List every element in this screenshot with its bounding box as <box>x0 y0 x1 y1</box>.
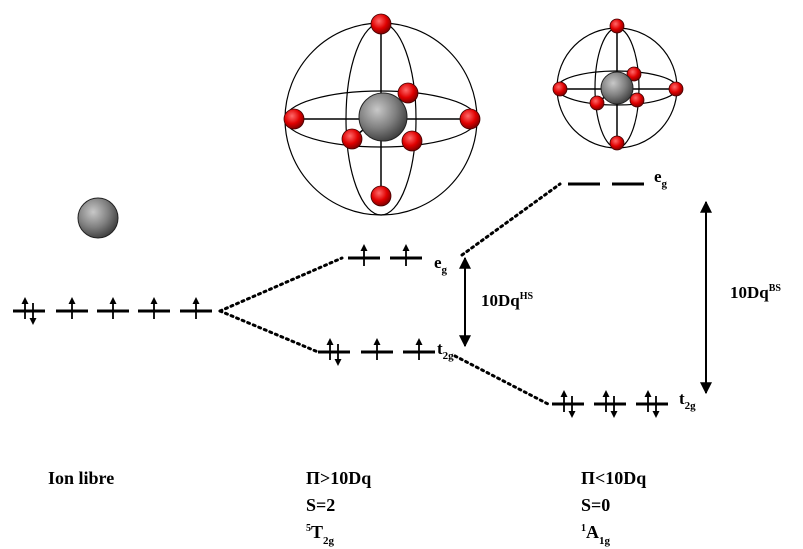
electron-spin-down <box>568 396 576 418</box>
electron-spin-up <box>326 338 334 360</box>
electron-spin-up <box>560 390 568 412</box>
electron-arrows <box>21 244 660 418</box>
bs-t2g-label: t2g <box>679 389 696 412</box>
ligand-right-back <box>397 82 419 104</box>
free-ion-sphere <box>77 197 119 239</box>
electron-spin-up <box>68 297 76 319</box>
hs-eg-label: eg <box>434 253 448 276</box>
hs-condition: Π>10Dq <box>306 468 371 488</box>
correlation-line <box>460 182 562 257</box>
ligand-bottom <box>370 185 392 207</box>
electron-spin-up <box>150 297 158 319</box>
low-spin-complex <box>552 18 684 151</box>
electron-spin-up <box>109 297 117 319</box>
ligand-right-front <box>401 130 423 152</box>
ligand-right <box>668 81 684 97</box>
electron-spin-down <box>610 396 618 418</box>
electron-spin-down <box>334 344 342 366</box>
hs-spin: S=2 <box>306 495 335 515</box>
hs-t2g-label: t2g <box>437 339 454 362</box>
ligand-left <box>552 81 568 97</box>
electron-spin-up <box>415 338 423 360</box>
free-ion-caption: Ion libre <box>48 468 114 488</box>
ligand-front <box>341 128 363 150</box>
electron-spin-up <box>21 297 29 319</box>
bs-condition: Π<10Dq <box>581 468 646 488</box>
ligand-top <box>609 18 625 34</box>
ligand-right <box>459 108 481 130</box>
ligand-top <box>370 13 392 35</box>
correlation-line <box>453 354 550 406</box>
bs-spin: S=0 <box>581 495 610 515</box>
metal-ion <box>600 71 634 105</box>
electron-spin-up <box>360 244 368 266</box>
electron-spin-up <box>644 390 652 412</box>
electron-spin-up <box>192 297 200 319</box>
correlation-line <box>218 309 320 354</box>
metal-ion <box>358 92 408 142</box>
high-spin-complex <box>283 13 481 216</box>
electron-spin-down <box>652 396 660 418</box>
hs-term-symbol: 5T2g <box>306 522 335 547</box>
ligand-right-front <box>629 92 645 108</box>
gap-label-hs: 10DqHS <box>481 291 534 310</box>
electron-spin-up <box>373 338 381 360</box>
electron-spin-up <box>402 244 410 266</box>
bs-term-symbol: 1A1g <box>581 522 611 547</box>
correlation-line <box>218 256 344 313</box>
ligand-left <box>283 108 305 130</box>
ligand-right-back <box>626 66 642 82</box>
electron-spin-up <box>602 390 610 412</box>
bs-eg-label: eg <box>654 167 668 190</box>
gap-label-bs: 10DqBS <box>730 283 781 302</box>
ligand-bottom <box>609 135 625 151</box>
ligand-front <box>589 95 605 111</box>
electron-spin-down <box>29 303 37 325</box>
